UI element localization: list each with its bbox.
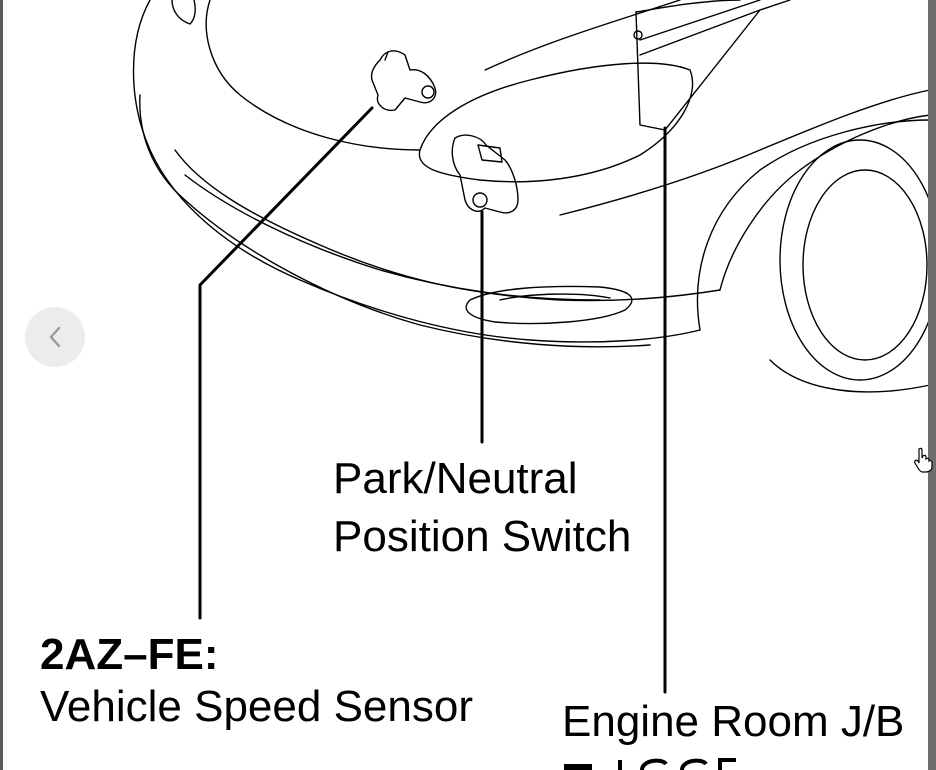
previous-button[interactable] [25, 307, 85, 367]
left-frame-edge [0, 0, 3, 770]
park-neutral-label-line1: Park/Neutral [333, 454, 578, 503]
chevron-left-icon [49, 326, 61, 348]
vehicle-speed-sensor-label: Vehicle Speed Sensor [40, 682, 473, 731]
clipped-text-fragment [564, 758, 736, 770]
right-frame-edge [928, 0, 936, 770]
park-neutral-label-line2: Position Switch [333, 512, 632, 561]
hand-pointer-icon [914, 447, 933, 473]
engine-room-jb-label: Engine Room J/B [562, 697, 905, 746]
engine-2az-title: 2AZ–FE: [40, 630, 219, 679]
